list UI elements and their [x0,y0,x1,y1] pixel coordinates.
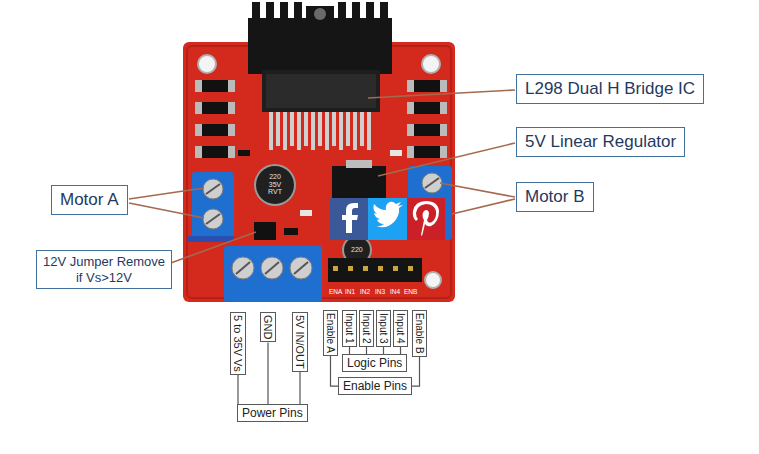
box-text: 5V Linear Regulator [525,132,676,151]
bracket-line [349,347,350,354]
callout-box: 12V Jumper Remove if Vs>12V [36,250,172,289]
capacitor-marking: 220 35V RVT [263,173,287,196]
silkscreen-pin-name: ENB [404,288,417,295]
box-text: GND [262,315,274,339]
silkscreen-pin-name: IN1 [345,288,355,295]
silkscreen-pin-name: IN2 [360,288,370,295]
group-label: Enable Pins [338,377,412,395]
pin-label: Input 4 [393,310,408,347]
twitter-icon [368,198,407,240]
bracket-line [412,357,420,387]
jumper [254,222,276,240]
box-text: Input 3 [378,313,389,344]
pin-label: GND [260,312,276,342]
box-text: Enable Pins [343,379,407,393]
leader-lines [129,90,515,264]
callout-box: Motor B [516,182,594,212]
bracket-line [267,343,268,405]
regulator [332,166,386,198]
box-text: 5 to 35V Vs [232,315,244,372]
diodes [195,80,447,158]
group-label: Power Pins [237,404,308,422]
pin-label: Enable A [323,310,338,356]
bracket-line [400,347,401,354]
ic-body [262,70,380,112]
group-label: Logic Pins [342,354,407,372]
bracket-line [383,347,384,354]
box-text: Motor A [60,190,119,209]
heatsink [248,18,392,74]
capacitor [254,164,296,206]
box-text: Motor B [525,187,585,206]
pin-label: 5 to 35V Vs [230,312,246,375]
bracket-line [299,372,300,404]
bracket-line [331,356,339,386]
terminal-block [192,172,234,240]
pin-header [328,258,422,282]
terminal-block [224,246,322,302]
pin-label: Input 3 [376,310,391,347]
box-text: 12V Jumper Remove if Vs>12V [43,254,165,285]
pin-label: Input 1 [342,310,357,347]
facebook-icon [330,198,368,240]
silkscreen-pin-name: ENA [329,288,342,295]
box-text: Input 4 [395,313,406,344]
terminal-block [408,166,452,240]
callout-box: Motor A [51,185,128,215]
box-text: Enable A [325,313,336,353]
box-text: Enable B [414,313,425,354]
silkscreen-pin-name: IN3 [375,288,385,295]
pin-label: Enable B [412,310,427,357]
box-text: Logic Pins [347,356,402,370]
callout-box: L298 Dual H Bridge IC [516,74,704,104]
pin-label: Input 2 [359,310,374,347]
box-text: Power Pins [242,406,303,420]
box-text: Input 1 [344,313,355,344]
box-text: 5V IN/OUT [294,315,306,369]
bracket-line [366,347,367,354]
pcb [183,42,455,302]
capacitor-marking: 220 [351,246,363,254]
box-text: L298 Dual H Bridge IC [525,79,695,98]
callout-box: 5V Linear Regulator [516,127,685,157]
silkscreen-pin-name: IN4 [390,288,400,295]
pin-label: 5V IN/OUT [292,312,308,372]
box-text: Input 2 [361,313,372,344]
pinterest-icon [407,198,445,240]
